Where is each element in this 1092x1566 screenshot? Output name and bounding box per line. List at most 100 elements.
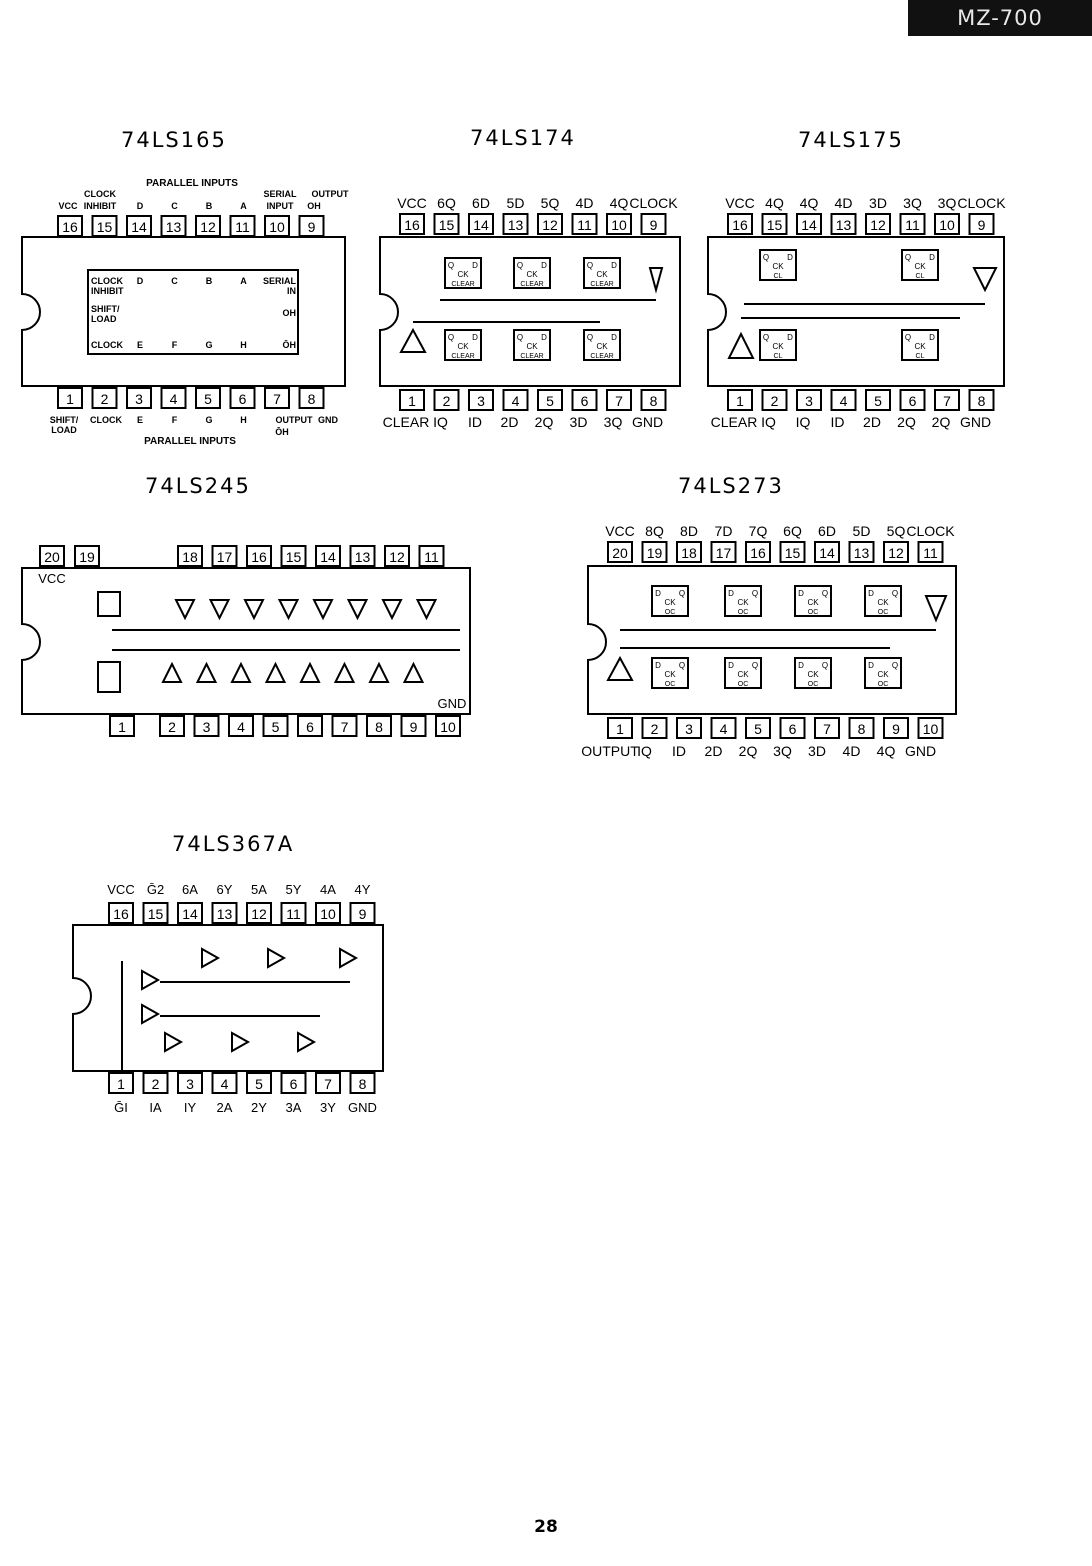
c245-pin-8: 8 <box>375 719 383 735</box>
c175-bottom-name-1: IQ <box>761 414 776 430</box>
c175-bottom-name-6: 2Q <box>932 414 951 430</box>
c273-ff-0-clr: OC <box>665 609 676 616</box>
c175-ff-0-pin-b: D <box>787 253 793 262</box>
c367-pin-6: 6 <box>290 1076 298 1092</box>
c367-pin-5: 5 <box>255 1076 263 1092</box>
c174-top-name-4: 5Q <box>541 195 560 211</box>
c367-pin-box-top-9 <box>349 902 376 924</box>
clear-buffer-74ls174 <box>399 327 427 353</box>
c245-pin-4: 4 <box>237 719 245 735</box>
c175-pin-box-bottom-3 <box>796 389 822 411</box>
output-buffer-74ls273 <box>606 655 634 681</box>
c367-top-name-2: 6A <box>182 882 198 897</box>
c367-pin-15: 15 <box>148 906 164 922</box>
c367-bottom-name-4: 2Y <box>251 1100 267 1115</box>
c273-top-name-1: 8Q <box>645 523 664 539</box>
model-label: MZ-700 <box>957 6 1043 30</box>
c273-pin-7: 7 <box>823 721 831 737</box>
c273-pin-box-top-15 <box>779 541 806 563</box>
c165-in-10: OH <box>283 308 297 318</box>
c165-in-4: B <box>206 276 213 286</box>
c174-pin-box-bottom-2 <box>433 389 460 411</box>
c174-pin-box-top-13 <box>502 213 529 235</box>
c273-top-name-6: 6D <box>818 523 836 539</box>
c174-ff-2-ck: CK <box>596 270 608 279</box>
chip-title-74ls273: 74LS273 <box>678 474 784 498</box>
c165-pin-box-top-16 <box>57 215 83 237</box>
c367-pin-box-top-16 <box>108 902 134 924</box>
c175-pin-box-top-12 <box>865 213 891 235</box>
c174-pin-13: 13 <box>508 217 524 233</box>
chip-title-74ls367a: 74LS367A <box>172 832 295 856</box>
c165-pin-13: 13 <box>166 219 182 235</box>
c367-top-name-5: 5Y <box>286 882 302 897</box>
c175-pin-box-bottom-6 <box>899 389 926 411</box>
c245-pin-19: 19 <box>79 549 95 565</box>
c245-pin-box-bottom-4 <box>228 715 254 737</box>
c367-pin-13: 13 <box>217 906 233 922</box>
c245-pin-box-top-17 <box>211 545 238 567</box>
c165-pin-2: 2 <box>101 391 109 407</box>
c245-pin-3: 3 <box>203 719 211 735</box>
c175-pin-box-top-14 <box>796 213 822 235</box>
c165-in-12: E <box>137 340 143 350</box>
c245-pin-6: 6 <box>306 719 314 735</box>
c245-pin-box-top-19 <box>74 545 100 567</box>
c273-ff-5-ck: CK <box>737 670 749 679</box>
c367-buffer-4 <box>231 1031 251 1053</box>
c273-ff-7-pin-a: D <box>868 661 874 670</box>
c165-pin-box-top-14 <box>126 215 152 237</box>
c174-pin-box-top-15 <box>433 213 460 235</box>
c367-bottom-name-3: 2A <box>217 1100 233 1115</box>
c367-pin-2: 2 <box>152 1076 160 1092</box>
c165-top-name-0: VCC <box>58 201 78 211</box>
c273-bottom-name-0: OUTPUT <box>581 743 639 759</box>
c273-ff-2-pin-a: D <box>798 589 804 598</box>
c273-ff-0-pin-a: D <box>655 589 661 598</box>
c273-pin-8: 8 <box>858 721 866 737</box>
c175-ff-2-clr: CL <box>774 353 783 360</box>
c367-pin-11: 11 <box>286 906 301 922</box>
c273-bottom-name-7: 4D <box>843 743 861 759</box>
c245-pin-9: 9 <box>410 719 418 735</box>
c245-b-buffer-1 <box>208 599 231 621</box>
c367-buffer-1 <box>267 947 287 969</box>
c174-ff-5-clr: CLEAR <box>590 353 613 360</box>
c245-pin-15: 15 <box>286 549 302 565</box>
c174-pin-box-bottom-4 <box>502 389 529 411</box>
c273-pin-box-top-20 <box>607 541 633 563</box>
c273-pin-6: 6 <box>789 721 797 737</box>
c175-pin-2: 2 <box>771 393 779 409</box>
c165-pin-box-bottom-6 <box>229 387 256 409</box>
c174-ff-2-pin-a: Q <box>587 261 593 270</box>
register-block-74ls165 <box>87 269 299 355</box>
c165-pin-15: 15 <box>97 219 113 235</box>
c273-ff-1-ck: CK <box>737 598 749 607</box>
c273-top-name-8: 5Q <box>887 523 906 539</box>
c174-pin-15: 15 <box>439 217 455 233</box>
c174-bottom-name-4: 2Q <box>535 414 554 430</box>
c245-pin-2: 2 <box>168 719 176 735</box>
c273-ff-4-pin-b: Q <box>679 661 685 670</box>
c245-pin-box-top-14 <box>315 545 341 567</box>
c175-ff-0-ck: CK <box>772 262 784 271</box>
c174-bottom-name-5: 3D <box>570 414 588 430</box>
c367-pin-box-bottom-5 <box>246 1072 272 1094</box>
c367-pin-box-top-11 <box>280 902 307 924</box>
c165-bottom-name-1: LOAD <box>51 425 77 435</box>
c245-a-buffer-0 <box>161 661 183 683</box>
c175-top-name-4: 3D <box>869 195 887 211</box>
c175-pin-box-top-13 <box>830 213 857 235</box>
c273-ff-2-ck: CK <box>807 598 819 607</box>
c273-top-name-4: 7Q <box>749 523 768 539</box>
c165-in-0: CLOCK <box>91 276 123 286</box>
chip-body-74ls367a <box>72 924 384 1072</box>
c165-pin-8: 8 <box>308 391 316 407</box>
c367-top-name-4: 5A <box>251 882 267 897</box>
